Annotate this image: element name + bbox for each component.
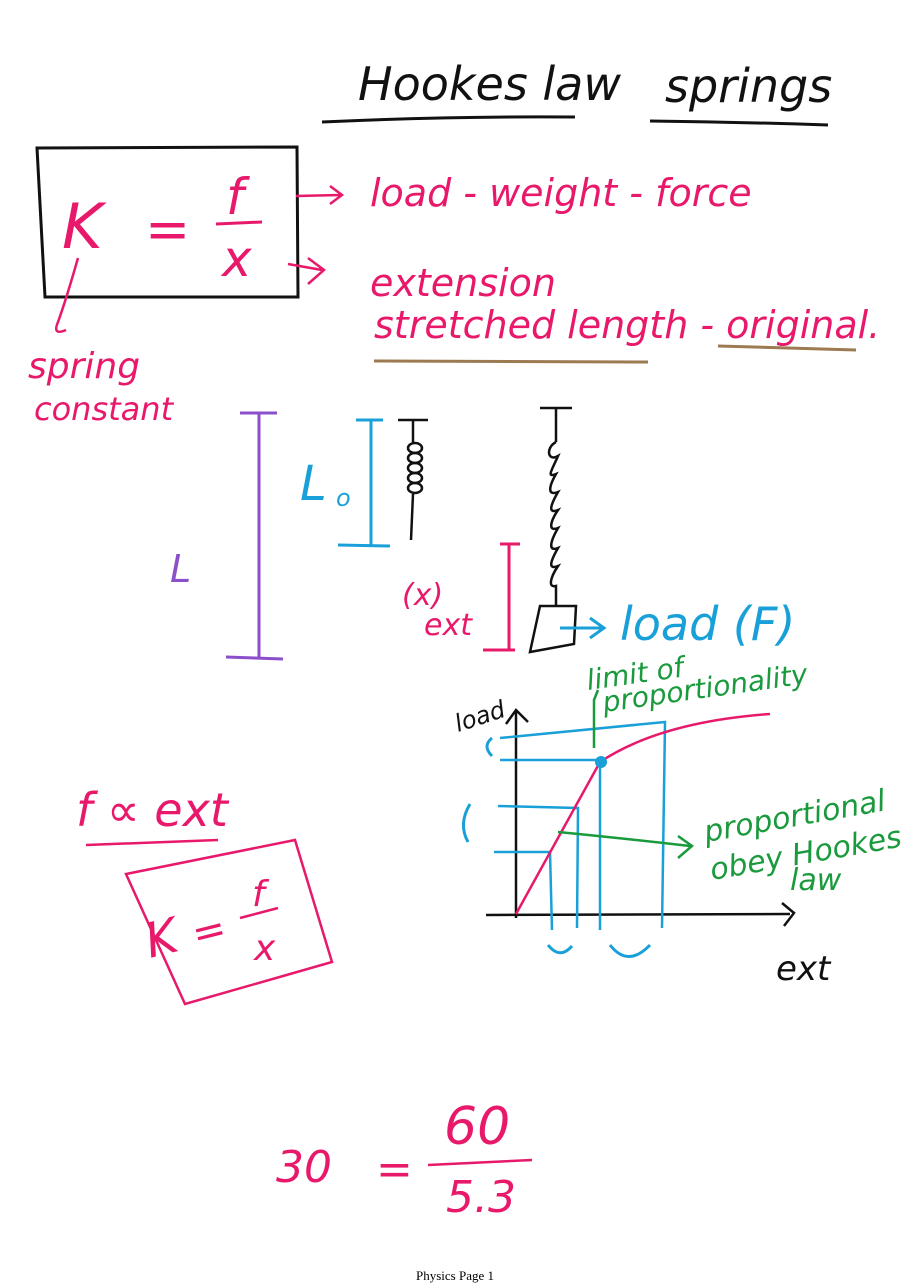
boxed-formula-border <box>124 838 334 1006</box>
graph-ylabel: load <box>451 695 509 738</box>
length-label-L: L <box>170 547 191 591</box>
arrow-x-icon <box>287 257 326 285</box>
title-right: springs <box>665 59 832 113</box>
calc-fraction-bar <box>427 1158 533 1167</box>
spring-long-top <box>540 406 572 442</box>
calculation: 30 = 60 5.3 <box>276 1097 533 1223</box>
arrow-region-icon <box>557 830 695 859</box>
underline-stretched-length <box>373 359 649 364</box>
ext-label-top: (x) <box>402 578 443 613</box>
graph-brackets <box>462 736 652 958</box>
boxed-formula-equals: = <box>187 905 231 958</box>
title-underline-left <box>321 115 576 124</box>
formula-k: K <box>62 190 107 263</box>
calc-lhs: 30 <box>276 1142 332 1193</box>
calc-denominator: 5.3 <box>446 1172 516 1223</box>
spring-short-top <box>398 418 428 442</box>
k-meaning-line2: constant <box>34 390 175 428</box>
x-meaning-line2: stretched length - original. <box>374 303 880 347</box>
title-left: Hookes law <box>358 57 621 111</box>
boxed-formula-bar <box>239 906 279 920</box>
graph-curve <box>514 712 771 915</box>
page-footer: Physics Page 1 <box>416 1268 494 1283</box>
graph-y-axis <box>504 708 529 918</box>
calc-numerator: 60 <box>444 1097 510 1157</box>
boxed-formula-k: K <box>139 907 187 970</box>
proportional-statement: f ∝ ext <box>76 783 230 837</box>
length-bracket-L <box>225 411 284 661</box>
formula-box: K = f x <box>35 145 300 299</box>
ext-bracket <box>483 542 520 652</box>
graph-x-axis <box>485 902 796 927</box>
title: Hookes law springs <box>321 57 832 127</box>
arrow-limit-icon <box>592 689 600 748</box>
load-extension-graph: load ext limit of proportionality propor… <box>451 650 904 989</box>
formula-denominator: x <box>220 230 252 288</box>
spring-short-bottom <box>409 493 415 541</box>
load-label: load (F) <box>620 597 795 651</box>
spring-long-coils <box>547 440 562 606</box>
formula-equals: = <box>145 198 190 261</box>
length-label-L0-subscript: o <box>336 484 351 512</box>
limit-point <box>595 756 607 768</box>
boxed-formula-numerator: f <box>252 874 270 915</box>
underline-original <box>717 344 857 352</box>
graph-guide-lines <box>494 720 667 931</box>
boxed-formula: K = f x <box>124 838 334 1006</box>
formula-fraction-bar <box>215 220 263 226</box>
load-mass <box>528 604 578 654</box>
spring-diagram: L L o (x) ext load (F) <box>170 406 795 661</box>
proportional-underline <box>85 838 219 847</box>
boxed-formula-denominator: x <box>253 928 276 969</box>
region-label-line3: law <box>790 863 842 898</box>
arrow-k-icon <box>55 257 80 333</box>
k-meaning-line1: spring <box>28 346 140 387</box>
f-meaning: load - weight - force <box>370 171 752 215</box>
arrow-load-icon <box>560 616 607 640</box>
formula-box-border <box>35 145 300 299</box>
graph-xlabel: ext <box>776 949 832 989</box>
arrow-f-icon <box>295 185 345 205</box>
title-underline-right <box>649 119 829 127</box>
x-meaning-line1: extension <box>370 261 556 305</box>
ext-label-bottom: ext <box>424 608 473 643</box>
length-bracket-L0 <box>337 418 391 548</box>
formula-numerator: f <box>226 168 250 226</box>
calc-equals: = <box>376 1144 413 1195</box>
spring-short-coils <box>406 441 424 495</box>
length-label-L0: L <box>300 456 327 512</box>
